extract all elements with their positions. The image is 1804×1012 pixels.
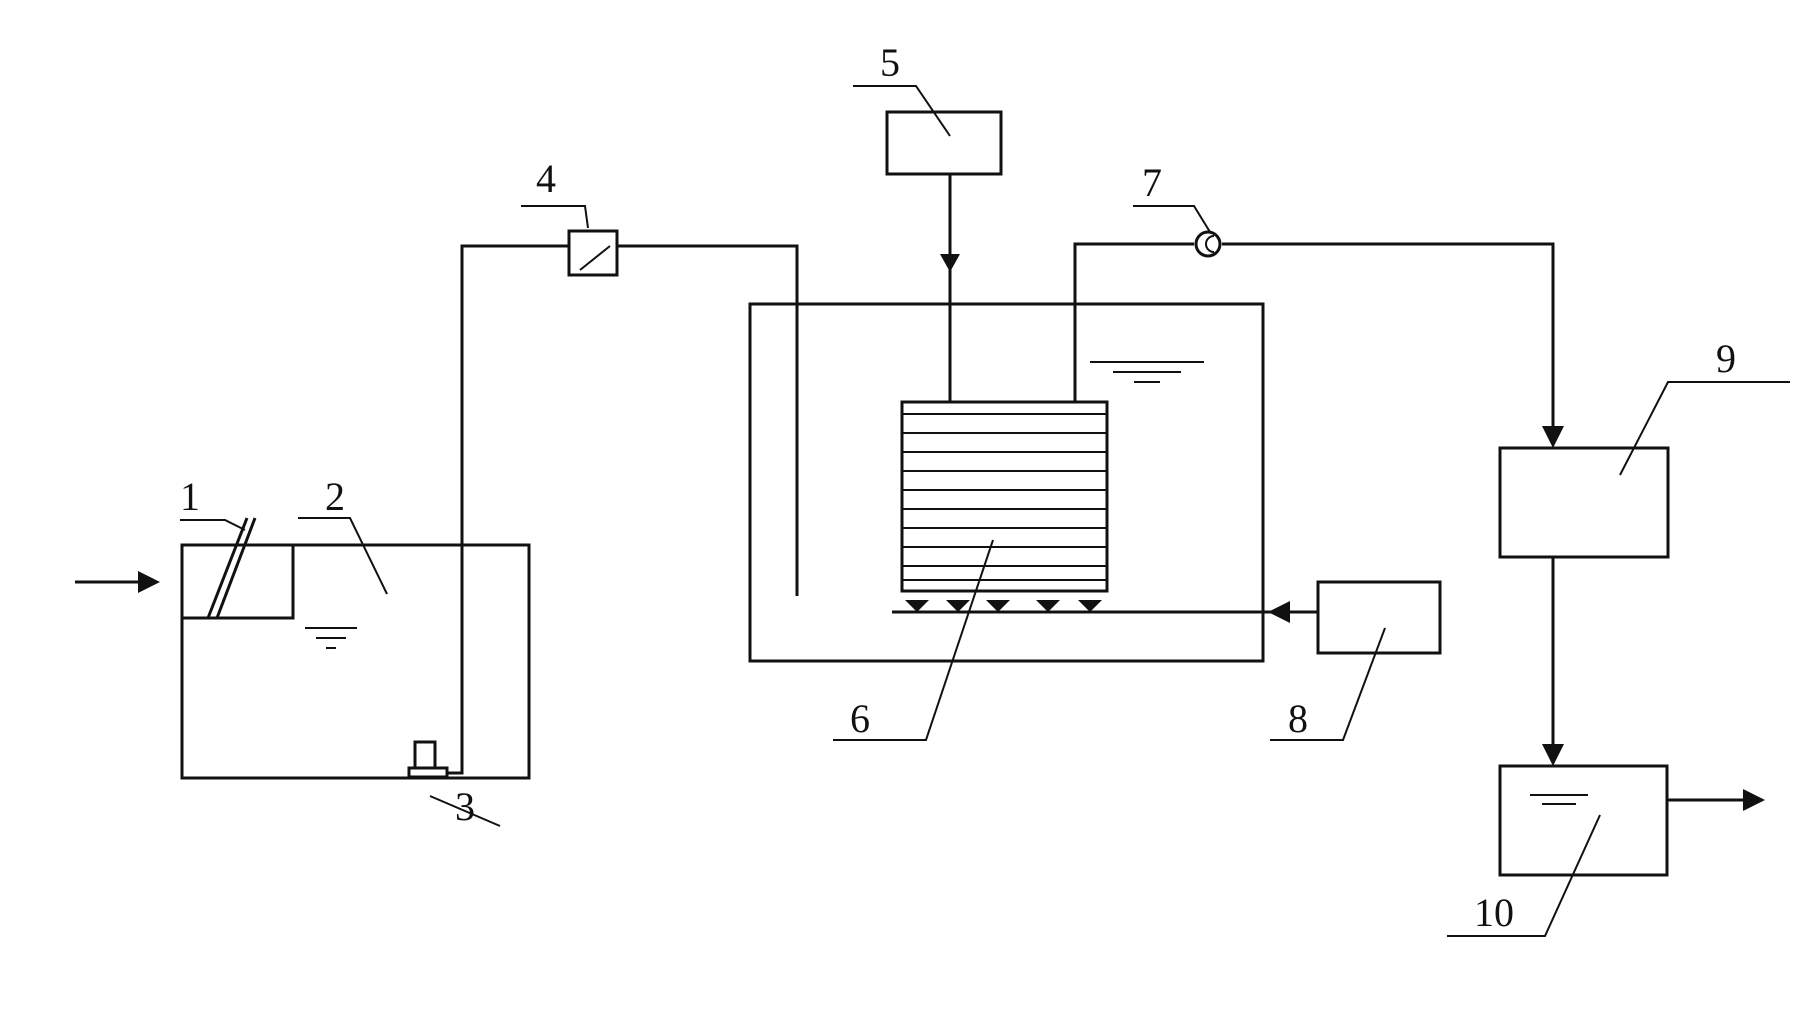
submersible-pump xyxy=(407,740,449,779)
membrane-module xyxy=(900,400,1109,593)
bar-screen xyxy=(206,517,257,619)
blower xyxy=(1316,580,1442,655)
label-7: 7 xyxy=(1142,160,1162,205)
suction-pump xyxy=(1194,230,1222,258)
clean-water-tank xyxy=(1498,764,1765,877)
diffuser-nozzles xyxy=(905,600,1102,612)
aeration-pipe xyxy=(892,600,1318,623)
label-9: 9 xyxy=(1716,336,1736,381)
membrane-bioreactor-tank xyxy=(748,302,1265,663)
label-1: 1 xyxy=(180,474,200,519)
flow-meter xyxy=(567,229,619,277)
label-8: 8 xyxy=(1288,696,1308,741)
label-10: 10 xyxy=(1474,890,1514,935)
feed-pipe xyxy=(447,244,799,775)
regulating-tank xyxy=(180,543,531,780)
post-treatment-unit xyxy=(1498,446,1670,766)
label-4: 4 xyxy=(536,156,556,201)
label-3: 3 xyxy=(455,784,475,829)
dosing-unit xyxy=(885,110,1003,402)
permeate-pipe xyxy=(1073,242,1564,448)
inlet-arrow xyxy=(75,571,160,593)
label-5: 5 xyxy=(880,40,900,85)
label-6: 6 xyxy=(850,696,870,741)
label-2: 2 xyxy=(325,474,345,519)
leader-lines xyxy=(180,85,1790,937)
